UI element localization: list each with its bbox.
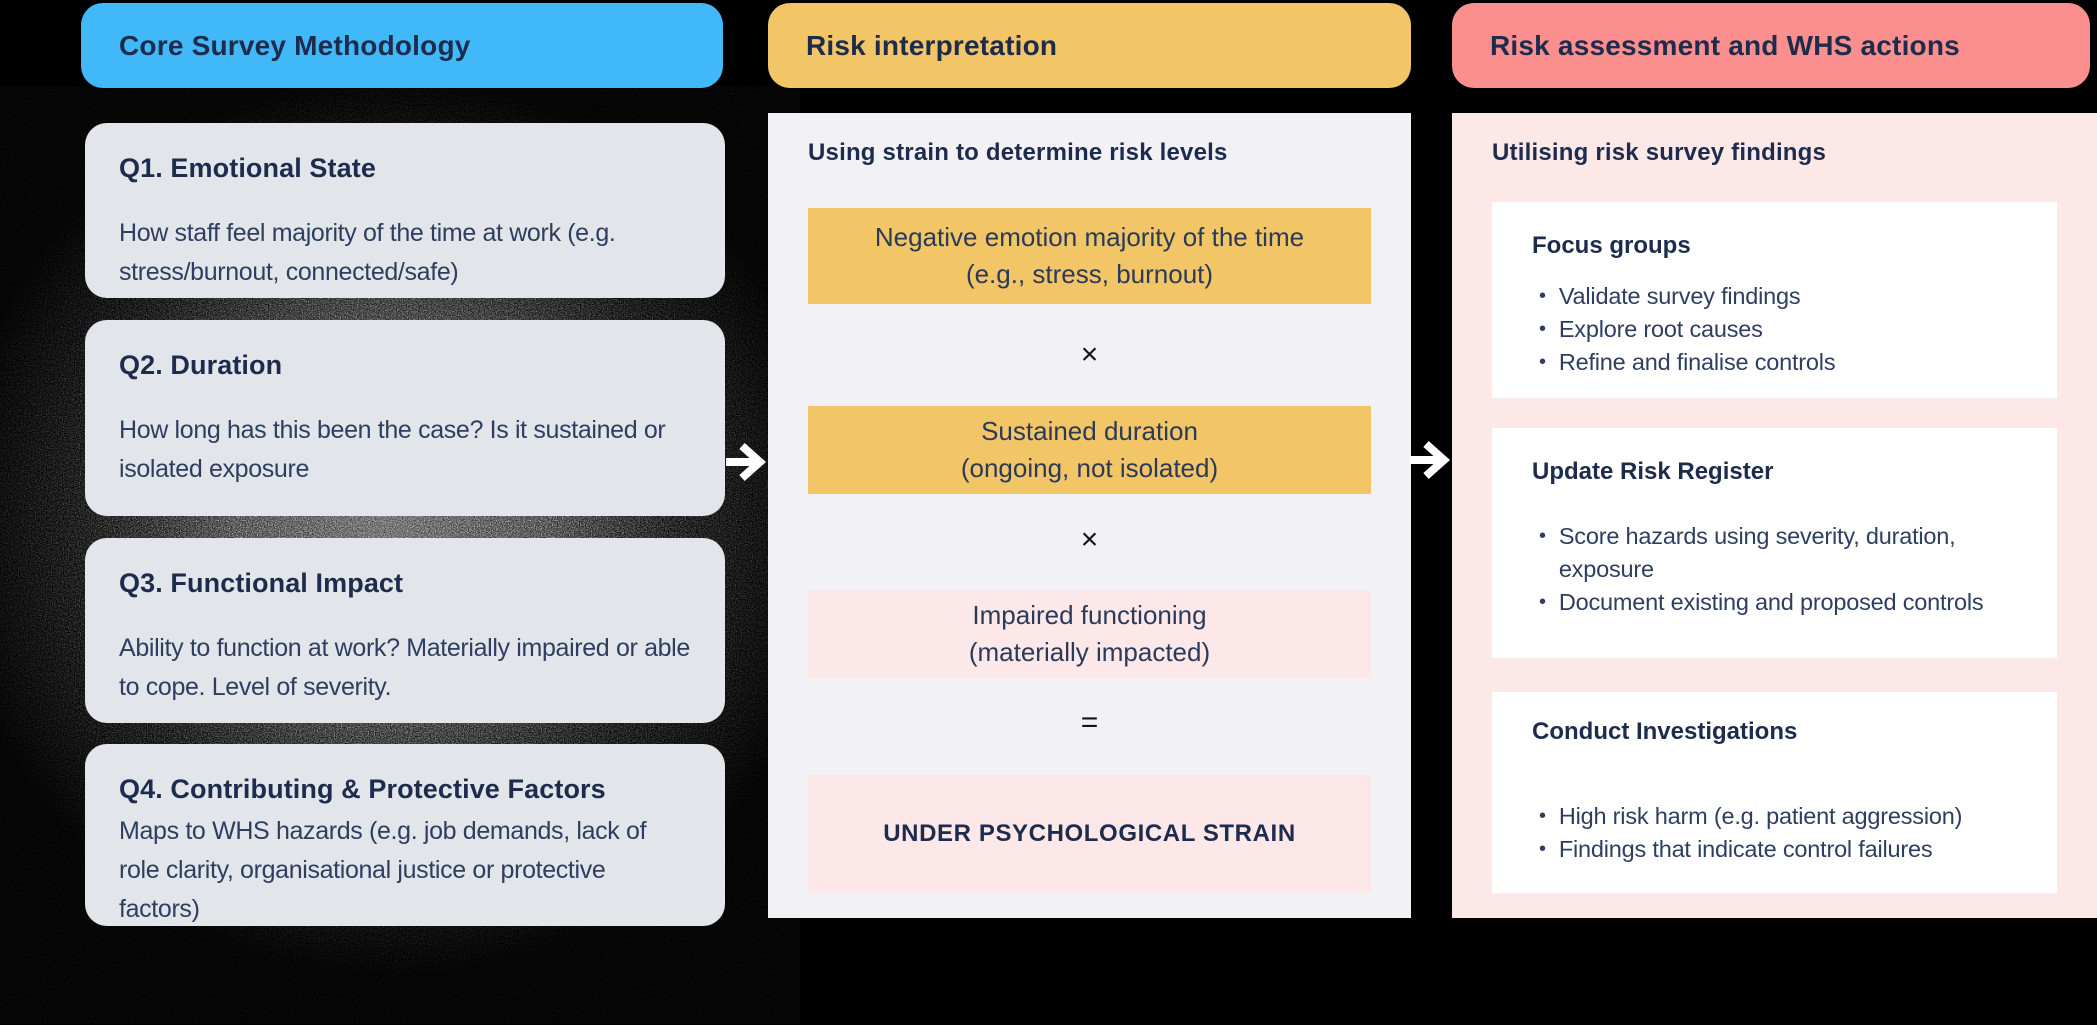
survey-card-body: Ability to function at work? Materially …	[119, 634, 690, 701]
action-card-conduct-investigations: Conduct Investigations • High risk harm (…	[1492, 692, 2057, 893]
actions-subheading: Utilising risk survey findings	[1492, 139, 1827, 166]
list-item: • Findings that indicate control failures	[1532, 833, 2017, 866]
list-item: • Score hazards using severity, duration,…	[1532, 520, 2017, 586]
list-item: • Explore root causes	[1532, 313, 2017, 346]
survey-card-q2: Q2. Duration How long has this been the …	[85, 320, 725, 516]
bullet-icon: •	[1539, 525, 1546, 547]
formula-box-line: Sustained duration	[981, 416, 1198, 447]
formula-box-impaired-functioning: Impaired functioning (materially impacte…	[808, 590, 1371, 678]
risk-actions-header-label: Risk assessment and WHS actions	[1490, 29, 1960, 61]
bullet-icon: •	[1539, 350, 1546, 373]
core-survey-header-label: Core Survey Methodology	[119, 29, 471, 61]
core-survey-header: Core Survey Methodology	[81, 3, 723, 88]
risk-interpretation-panel: Using strain to determine risk levels Ne…	[768, 113, 1411, 918]
formula-box-negative-emotion: Negative emotion majority of the time (e…	[808, 208, 1371, 304]
survey-card-q1: Q1. Emotional State How staff feel major…	[85, 123, 725, 298]
formula-box-line: (e.g., stress, burnout)	[965, 259, 1214, 289]
bullet-text: Validate survey findings	[1558, 283, 1801, 309]
risk-actions-header: Risk assessment and WHS actions	[1452, 3, 2090, 88]
bullet-icon: •	[1539, 837, 1546, 860]
formula-box-sustained-duration: Sustained duration (ongoing, not isolate…	[808, 406, 1371, 494]
bullet-icon: •	[1539, 285, 1546, 307]
bullet-text: Document existing and proposed controls	[1558, 588, 1984, 615]
bullet-text: Score hazards using severity, duration, …	[1558, 523, 1956, 582]
survey-card-q3: Q3. Functional Impact Ability to functio…	[85, 538, 725, 723]
formula-box-line: UNDER PSYCHOLOGICAL STRAIN	[883, 819, 1296, 847]
bullet-icon: •	[1539, 317, 1546, 340]
list-item: • Document existing and proposed controls	[1532, 586, 2017, 619]
multiply-operator: ×	[1080, 523, 1099, 556]
bullet-text: Refine and finalise controls	[1558, 348, 1836, 375]
multiply-operator: ×	[1080, 338, 1099, 371]
action-card-update-risk-register: Update Risk Register • Score hazards usin…	[1492, 428, 2057, 658]
action-card-bullet-list: • Score hazards using severity, duration,…	[1532, 520, 2017, 619]
risk-interpretation-header: Risk interpretation	[768, 3, 1411, 88]
risk-actions-panel: Utilising risk survey findings Focus gro…	[1452, 113, 2097, 918]
survey-card-body: Maps to WHS hazards (e.g. job demands, l…	[119, 817, 647, 923]
action-card-title: Conduct Investigations	[1532, 718, 1798, 745]
survey-card-q4: Q4. Contributing & Protective Factors Ma…	[85, 744, 725, 926]
list-item: • Refine and finalise controls	[1532, 346, 2017, 379]
action-card-title: Update Risk Register	[1532, 458, 1774, 485]
bullet-text: Findings that indicate control failures	[1558, 835, 1933, 862]
survey-card-body: How staff feel majority of the time at w…	[119, 219, 616, 286]
bullet-text: High risk harm (e.g. patient aggression)	[1558, 803, 1963, 829]
action-card-bullet-list: • High risk harm (e.g. patient aggression…	[1532, 800, 2017, 866]
bullet-icon: •	[1539, 590, 1546, 613]
formula-box-line: (ongoing, not isolated)	[960, 453, 1219, 483]
interpretation-subheading: Using strain to determine risk levels	[808, 139, 1228, 166]
bullet-text: Explore root causes	[1558, 315, 1763, 342]
formula-box-line: Impaired functioning	[972, 600, 1207, 631]
formula-box-strain-result: UNDER PSYCHOLOGICAL STRAIN	[808, 775, 1371, 893]
arrow-right-icon	[1410, 441, 1451, 479]
formula-box-line: Negative emotion majority of the time	[874, 222, 1305, 253]
survey-card-title: Q1. Emotional State	[119, 153, 376, 183]
risk-interpretation-header-label: Risk interpretation	[806, 29, 1058, 61]
survey-card-title: Q4. Contributing & Protective Factors	[119, 774, 606, 804]
survey-card-title: Q2. Duration	[119, 350, 283, 380]
action-card-bullet-list: • Validate survey findings • Explore root …	[1532, 280, 2017, 379]
action-card-title: Focus groups	[1532, 232, 1691, 259]
formula-box-line: (materially impacted)	[968, 637, 1211, 667]
action-card-focus-groups: Focus groups • Validate survey findings •…	[1492, 202, 2057, 398]
equals-operator: =	[1080, 706, 1099, 739]
survey-card-title: Q3. Functional Impact	[119, 568, 404, 598]
list-item: • High risk harm (e.g. patient aggression…	[1532, 800, 2017, 833]
survey-card-body: How long has this been the case? Is it s…	[119, 416, 666, 483]
bullet-icon: •	[1539, 805, 1546, 827]
list-item: • Validate survey findings	[1532, 280, 2017, 313]
